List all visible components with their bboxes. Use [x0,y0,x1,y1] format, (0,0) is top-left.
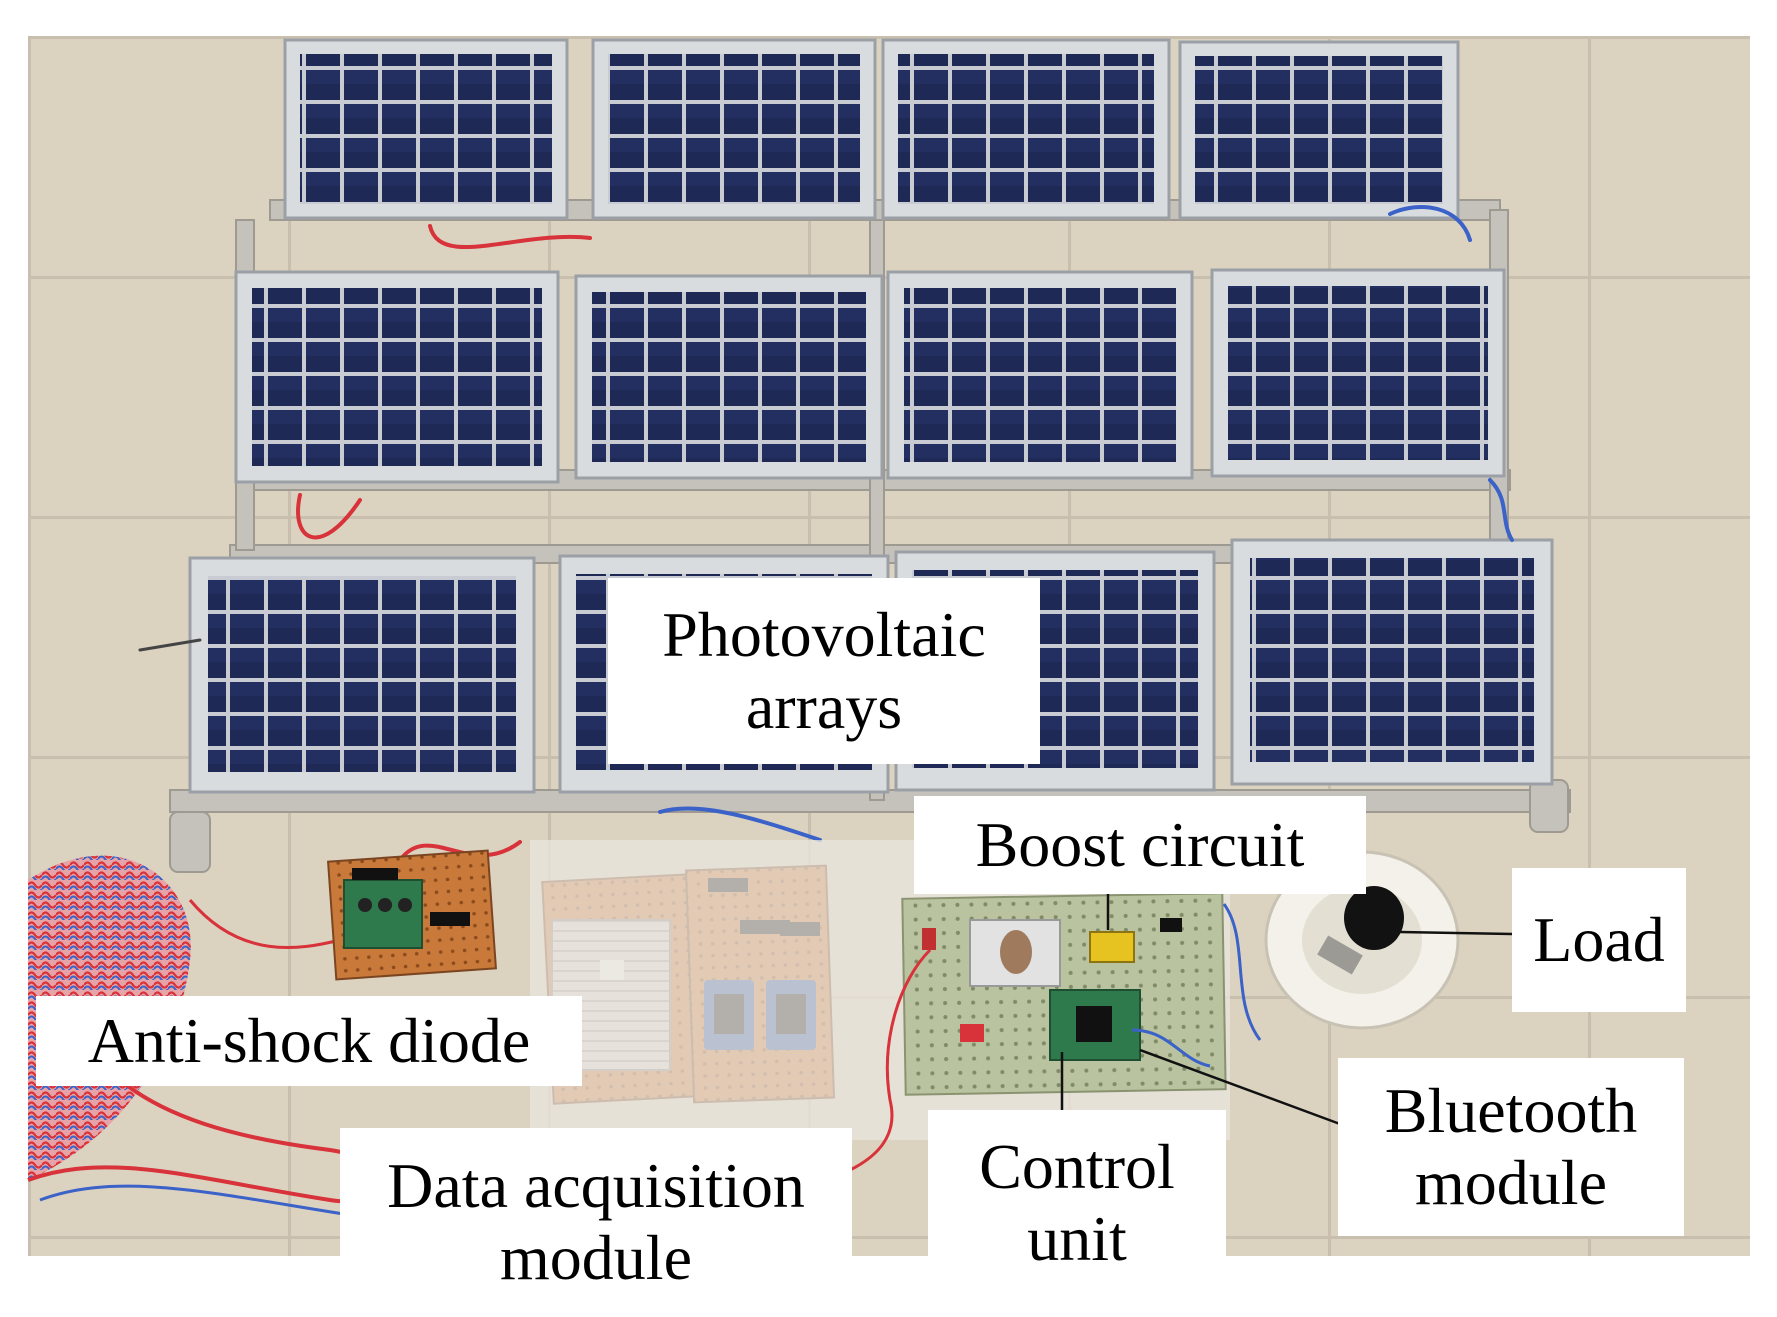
panel-wiring [138,205,1514,862]
label-photovoltaic-arrays: Photovoltaic arrays [608,578,1040,764]
load-device [1264,850,1460,1030]
boost-and-control-board [849,892,1262,1172]
label-boost-circuit: Boost circuit [914,796,1366,894]
label-control-unit: Control unit [928,1110,1226,1296]
label-load: Load [1512,868,1686,1012]
diode-board [327,849,497,981]
label-anti-shock-diode: Anti-shock diode [36,996,582,1086]
label-data-acquisition-module: Data acquisition module [340,1128,852,1316]
leader-lines [1060,892,1513,1126]
label-bluetooth-module: Bluetooth module [1338,1058,1684,1236]
